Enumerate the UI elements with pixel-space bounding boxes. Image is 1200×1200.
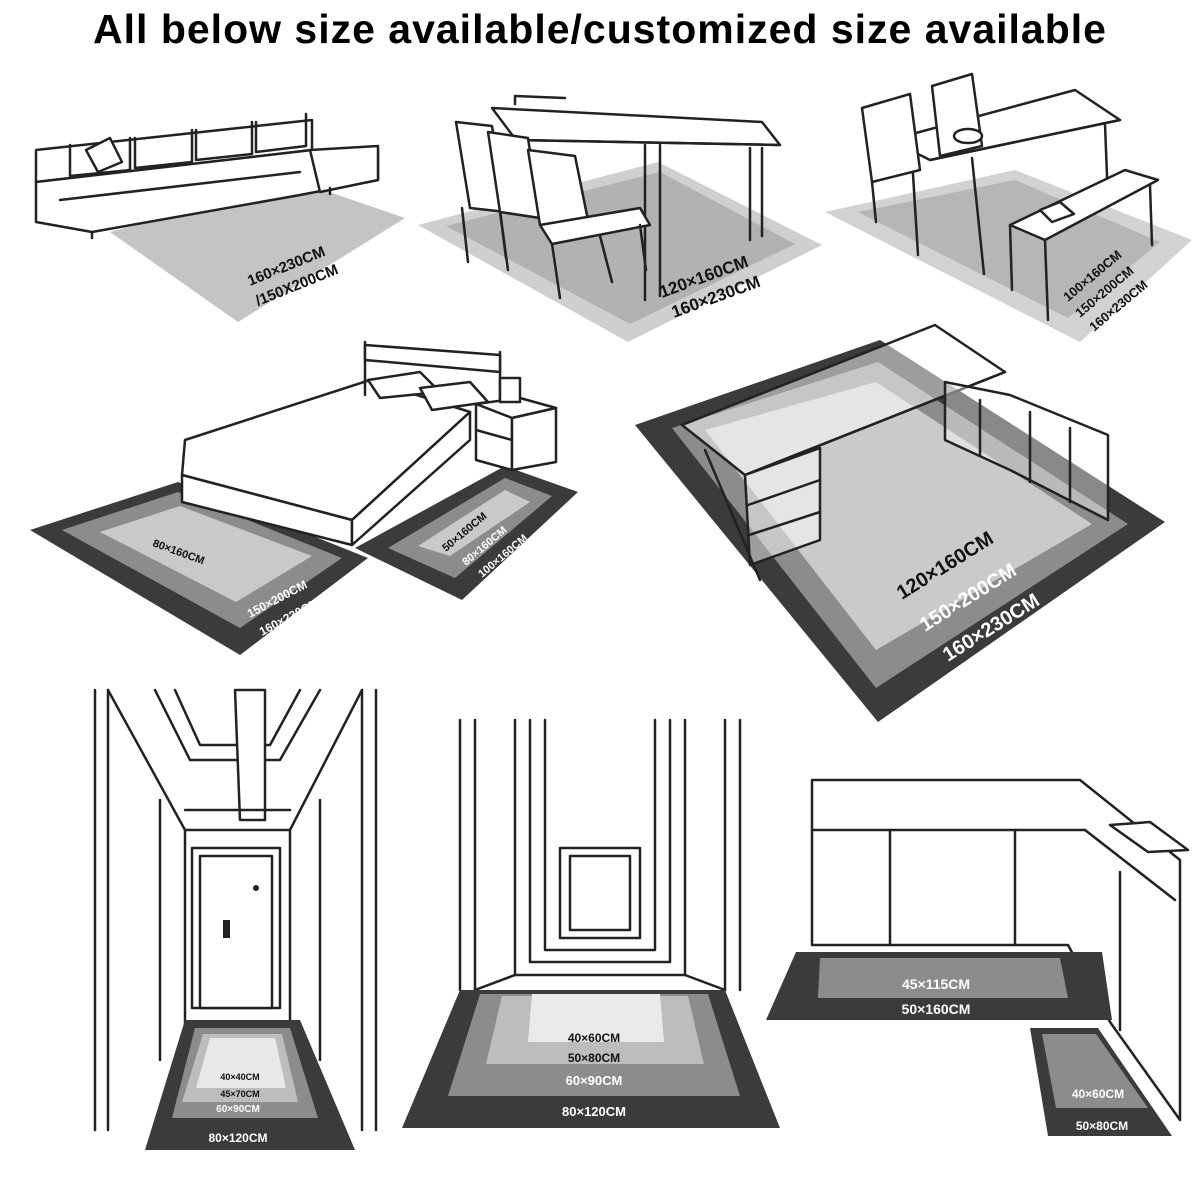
hall-label-3: 60×90CM — [216, 1104, 260, 1115]
entrance-label-2: 50×80CM — [568, 1051, 620, 1065]
bedroom-scene: 80×160CM 150×200CM 160×230CM 50×160CM 80… — [30, 340, 578, 655]
kitchen-label-3: 40×60CM — [1072, 1087, 1124, 1101]
sofa-scene: 160×230CM /150X200CM — [34, 112, 405, 322]
desk-illustration — [680, 323, 1110, 582]
entrance-scene: 40×60CM 50×80CM 60×90CM 80×120CM — [402, 718, 780, 1128]
hall-rug-inner — [196, 1038, 286, 1088]
entrance-illustration — [458, 718, 742, 992]
bed-illustration — [180, 340, 558, 547]
desk-scene: 120×160CM 150×200CM 160×230CM — [635, 323, 1165, 722]
dining-table-illustration — [454, 94, 782, 302]
headline: All below size available/customized size… — [93, 6, 1107, 52]
sofa-illustration — [34, 112, 380, 240]
entrance-label-3: 60×90CM — [566, 1073, 623, 1088]
entrance-rug-inner — [528, 994, 664, 1042]
entrance-label-4: 80×120CM — [562, 1104, 626, 1119]
hall-label-4: 80×120CM — [208, 1131, 267, 1145]
bed-rug-inner — [100, 506, 312, 602]
hall-label-1: 40×40CM — [220, 1072, 259, 1082]
hallway-illustration — [93, 688, 378, 1132]
sofa-rug — [110, 182, 405, 322]
dining-table-scene: 120×160CM 160×230CM — [418, 94, 822, 342]
kitchen-label-4: 50×80CM — [1076, 1119, 1128, 1133]
kitchen-rug-corner-inner — [1042, 1034, 1148, 1108]
kitchen-rug-long-inner — [818, 958, 1068, 998]
dining-bench-illustration — [860, 72, 1160, 322]
kitchen-label-1: 45×115CM — [902, 976, 970, 992]
nightstand-rug-inner — [418, 490, 530, 556]
kitchen-label-2: 50×160CM — [902, 1001, 971, 1017]
hallway-scene: 40×40CM 45×70CM 60×90CM 80×120CM — [93, 688, 378, 1150]
hall-label-2: 45×70CM — [220, 1089, 259, 1099]
kitchen-illustration — [810, 778, 1190, 1122]
entrance-label-1: 40×60CM — [568, 1031, 620, 1045]
kitchen-scene: 45×115CM 50×160CM 40×60CM 50×80CM — [766, 778, 1190, 1136]
dining-bench-scene: 100×160CM 150×200CM 160×230CM — [825, 72, 1192, 342]
